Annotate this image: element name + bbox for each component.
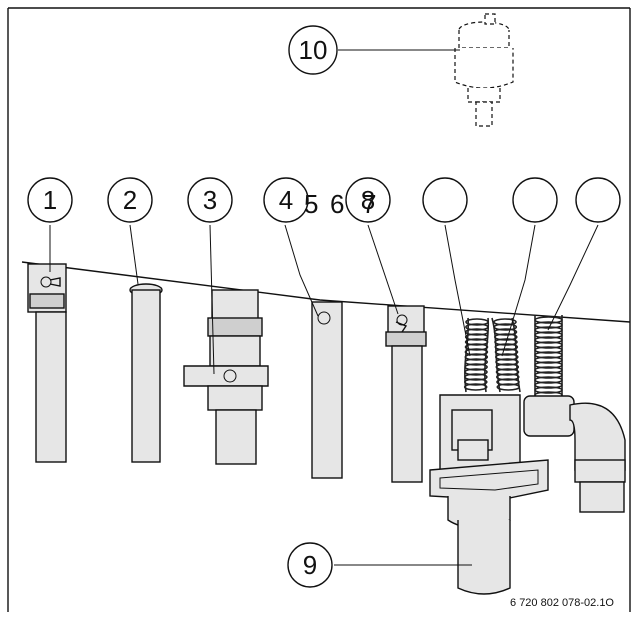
hose-left	[463, 317, 490, 393]
callout-3: 3	[187, 177, 233, 223]
label-7: 7	[362, 189, 376, 219]
hose-middle	[491, 317, 521, 393]
siphon-assembly	[429, 394, 626, 595]
reference-code: 6 720 802 078-02.1O	[510, 597, 614, 609]
hose-ring	[464, 353, 489, 361]
hose-ring	[464, 358, 489, 366]
hose-ring	[494, 353, 519, 361]
hose-ring	[494, 338, 518, 346]
callout-2: 2	[107, 177, 153, 223]
pipe-1	[27, 263, 67, 463]
hose-ring	[534, 346, 563, 354]
hose-ring	[534, 356, 563, 364]
callout-blank-b	[512, 177, 558, 223]
hose-ring	[463, 378, 488, 386]
hose-ring	[534, 371, 563, 379]
hose-ring	[493, 323, 518, 331]
hose-ring	[464, 343, 489, 351]
hose-ring	[534, 376, 563, 384]
label-5: 5	[304, 189, 318, 219]
hose-ring	[534, 326, 563, 334]
component-10-dashed	[454, 13, 514, 127]
pipe-8	[385, 305, 427, 483]
hose-ring	[534, 381, 563, 389]
hose-ring	[464, 328, 489, 336]
callout-4-label: 4	[279, 185, 293, 215]
hose-ring	[464, 348, 489, 356]
callout-8: 8	[345, 177, 391, 223]
hose-ring	[495, 373, 520, 381]
callout-1: 1	[27, 177, 73, 223]
pipe-3	[183, 289, 269, 465]
hose-ring	[496, 383, 521, 391]
hose-ring	[463, 383, 488, 391]
label-6: 6	[330, 189, 344, 219]
hose-ring	[534, 341, 563, 349]
leader-lines	[49, 49, 599, 566]
callout-8-label: 8	[361, 185, 375, 215]
hose-ring	[534, 366, 563, 374]
hose-ring	[534, 361, 563, 369]
hose-ring	[465, 323, 489, 331]
hose-ring	[494, 348, 519, 356]
callout-3-label: 3	[203, 185, 217, 215]
callout-9-label: 9	[303, 550, 317, 580]
hose-ring	[496, 378, 520, 386]
hose-ring	[464, 368, 488, 376]
boiler-bottom-edge	[21, 261, 631, 323]
hose-ring	[534, 316, 563, 324]
hose-ring	[464, 333, 489, 341]
callout-blank-a	[422, 177, 468, 223]
pipe-4	[311, 301, 343, 479]
callout-9: 9	[287, 542, 333, 588]
callout-4: 4	[263, 177, 309, 223]
hose-ring	[464, 338, 489, 346]
hose-ring	[534, 386, 563, 394]
hose-ring	[464, 363, 488, 371]
pipe-2	[129, 283, 163, 463]
callout-10: 10	[288, 25, 338, 75]
hose-ring	[495, 368, 520, 376]
hose-ring	[534, 331, 563, 339]
hose-ring	[493, 333, 518, 341]
hose-ring	[495, 358, 519, 366]
hose-ring	[493, 318, 517, 326]
hose-ring	[534, 351, 563, 359]
hose-right	[534, 315, 563, 400]
hose-ring	[534, 336, 563, 344]
frame	[7, 7, 631, 612]
callout-10-label: 10	[299, 35, 328, 65]
hose-ring	[495, 363, 520, 371]
callout-blank-c	[575, 177, 621, 223]
callout-1-label: 1	[43, 185, 57, 215]
hose-ring	[465, 318, 489, 326]
hose-ring	[464, 373, 488, 381]
hose-ring	[494, 343, 519, 351]
hose-ring	[493, 328, 518, 336]
callout-2-label: 2	[123, 185, 137, 215]
